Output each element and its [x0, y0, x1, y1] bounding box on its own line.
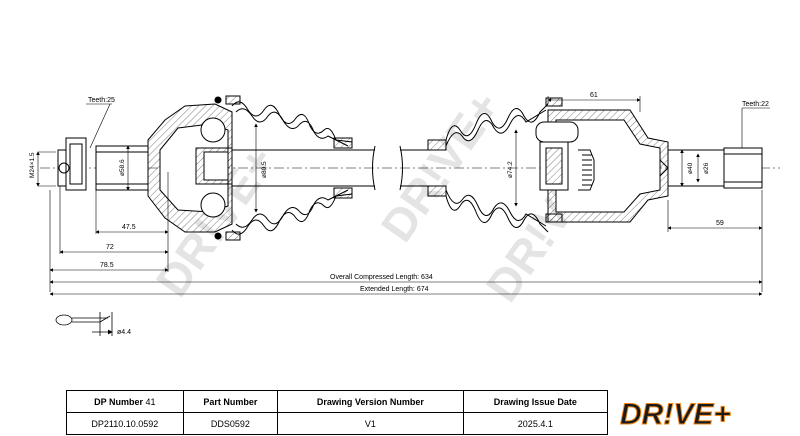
title-block-table: DP Number 41 Part Number Drawing Version…	[66, 390, 609, 435]
drawing-version-value: V1	[277, 412, 464, 435]
dimensions	[36, 96, 770, 296]
left-boot	[225, 95, 353, 241]
teeth-left-label: Teeth:25	[88, 97, 115, 104]
dia-58-6-label: ø58.6	[119, 159, 126, 176]
part-number-header: Part Number	[182, 390, 279, 413]
thread-label: M24×1.5	[29, 152, 36, 178]
pin-dia-label: ø4.4	[117, 329, 131, 336]
dia-74-2-label: ø74.2	[507, 161, 514, 178]
dim-72-label: 72	[106, 244, 114, 251]
part-number-value: DDS0592	[182, 412, 279, 435]
dim-47-5-label: 47.5	[122, 224, 136, 231]
left-joint	[57, 96, 233, 240]
drawing-date-header: Drawing Issue Date	[462, 390, 609, 413]
title-block-value-row: DP2110.10.0592 DDS0592 V1 2025.4.1	[66, 412, 609, 435]
extended-length-label: Extended Length: 674	[360, 286, 429, 293]
drawing-date-value: 2025.4.1	[462, 412, 609, 435]
watermark-center: DR!VE+	[371, 82, 511, 251]
drawing-version-header: Drawing Version Number	[277, 390, 464, 413]
dia-26-label: ø26	[703, 162, 710, 174]
title-block: DP Number 41 Part Number Drawing Version…	[66, 390, 800, 436]
title-block-header-row: DP Number 41 Part Number Drawing Version…	[66, 390, 609, 413]
dim-61-label: 61	[590, 92, 598, 99]
dim-59-label: 59	[716, 220, 724, 227]
teeth-right-label: Teeth:22	[742, 101, 769, 108]
dia-80-5-label: ø80.5	[261, 161, 268, 178]
dp-number-header: DP Number 41	[66, 390, 184, 413]
driveplus-logo: DR!VE+	[620, 398, 732, 432]
dp-number-value: DP2110.10.0592	[66, 412, 184, 435]
split-pin-detail	[55, 312, 113, 336]
right-joint	[535, 109, 763, 223]
dim-78-5-label: 78.5	[100, 262, 114, 269]
overall-compressed-label: Overall Compressed Length: 634	[330, 274, 433, 281]
dia-40-label: ø40	[687, 162, 694, 174]
logo-text: DR!VE+	[620, 398, 731, 431]
dimension-labels: Teeth:25 Teeth:22 M24×1.5 ø58.6 ø80.5 ø7…	[29, 92, 769, 336]
technical-drawing: DR!VE+ DR!VE+ DR!VE+	[29, 82, 780, 336]
